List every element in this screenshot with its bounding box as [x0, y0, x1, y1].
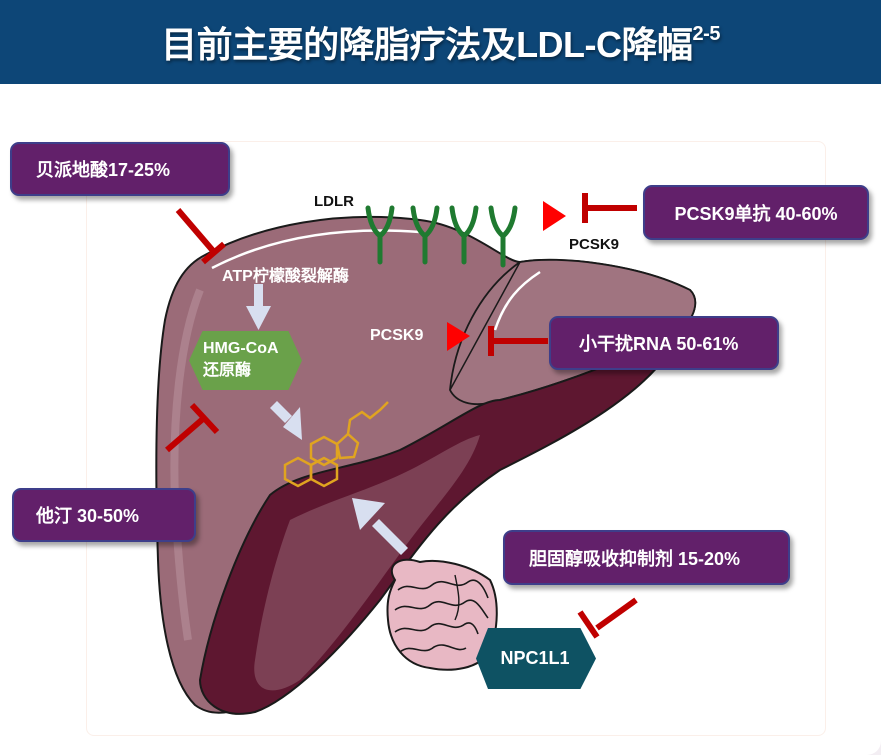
npc1l1-label: NPC1L1: [500, 648, 570, 668]
pcsk9-label-inner: PCSK9: [370, 327, 424, 344]
callout-bempedoic-acid: 贝派地酸17-25%: [10, 142, 230, 196]
inhibitor-ezetimibe: [577, 597, 638, 639]
liver-highlight: [211, 229, 421, 270]
callout-text: 胆固醇吸收抑制剂 15-20%: [529, 548, 741, 569]
pcsk9-label-top: PCSK9: [569, 236, 620, 253]
ldlr-label: LDLR: [314, 193, 354, 210]
arrow-gut-to-liver: [352, 498, 408, 555]
underside-inner: [254, 435, 480, 691]
pcsk9-triangle-top: [543, 201, 566, 231]
atp-citrate-lyase-label: ATP柠檬酸裂解酶: [222, 268, 349, 285]
hmg-coa-reductase-label: HMG-CoA 还原酶: [203, 338, 279, 382]
receptor-icon: [449, 205, 479, 265]
receptor-icon: [365, 205, 395, 265]
lobe-divider: [449, 261, 521, 391]
page-title: 目前主要的降脂疗法及LDL-C降幅2-5: [161, 23, 721, 65]
callout-statin: 他汀 30-50%: [12, 488, 196, 542]
cholesterol-molecule-icon: [283, 401, 389, 488]
pcsk9-triangle-inner: [447, 322, 470, 351]
arrow-atp-to-hmg: [246, 284, 271, 330]
callout-text: 贝派地酸17-25%: [36, 160, 171, 180]
callout-sirna: 小干扰RNA 50-61%: [549, 316, 779, 370]
hmg-label-line2: 还原酶: [203, 362, 252, 379]
title-reference: 2-5: [692, 23, 721, 45]
right-lobe-highlight: [493, 270, 541, 331]
receptor-icon: [488, 205, 518, 268]
callout-cholesterol-absorption-inhibitor: 胆固醇吸收抑制剂 15-20%: [503, 530, 790, 585]
arrow-hmg-to-cholesterol: [270, 401, 302, 440]
inhibitor-pcsk9-mab: [582, 193, 637, 223]
callout-pcsk9-mab: PCSK9单抗 40-60%: [643, 185, 869, 240]
header-bar: 目前主要的降脂疗法及LDL-C降幅2-5: [0, 0, 881, 84]
ldlr-receptors: [365, 205, 518, 268]
inhibitor-statin: [165, 402, 220, 453]
inhibitor-bempedoic: [175, 208, 226, 265]
callout-text: PCSK9单抗 40-60%: [674, 203, 838, 224]
npc1l1-badge: [476, 628, 596, 689]
callout-text: 小干扰RNA 50-61%: [579, 334, 739, 354]
callout-text: 他汀 30-50%: [36, 506, 140, 526]
hmg-label-line1: HMG-CoA: [203, 340, 279, 357]
receptor-icon: [410, 205, 440, 265]
hmg-coa-reductase-badge: [189, 331, 302, 390]
inhibitor-sirna: [488, 326, 548, 356]
